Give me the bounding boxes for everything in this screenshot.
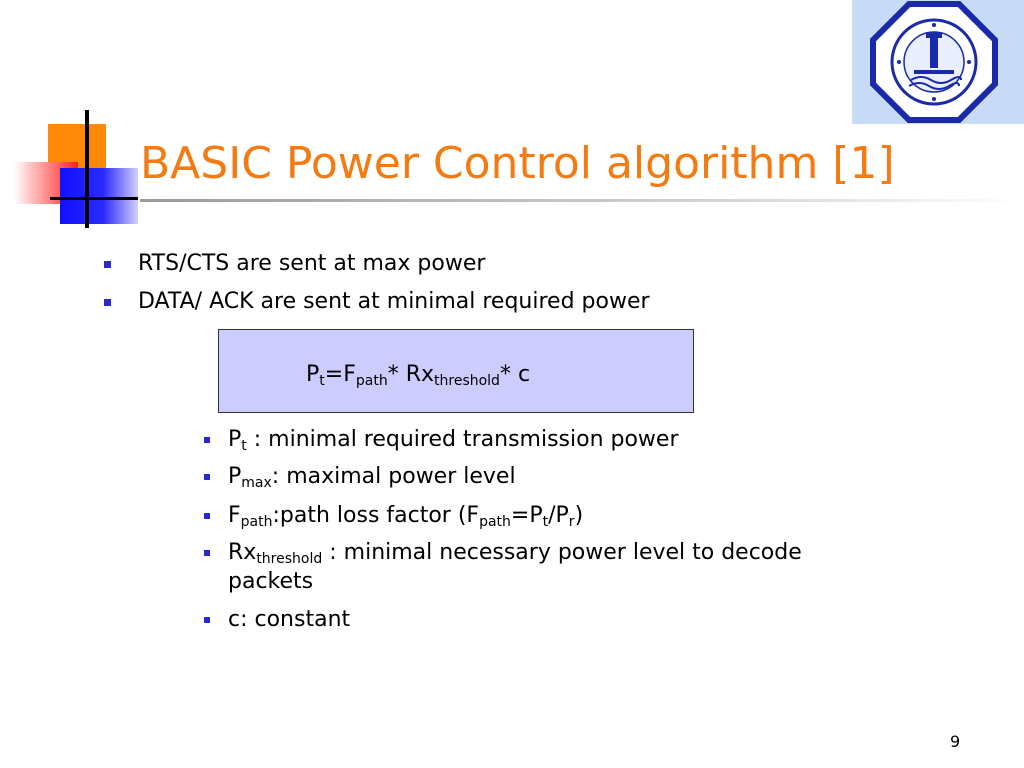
square-bullet-icon xyxy=(204,513,210,519)
definition-text: : minimal necessary power level to decod… xyxy=(322,540,802,565)
bullet-text: DATA/ ACK are sent at minimal required p… xyxy=(138,289,650,314)
definition-text: c: constant xyxy=(228,607,351,632)
square-bullet-icon xyxy=(204,550,210,556)
symbol-sub: t xyxy=(241,438,247,454)
symbol: P xyxy=(228,464,242,489)
page-number: 9 xyxy=(950,732,961,751)
definition-text: =P xyxy=(510,503,543,528)
symbol: Rx xyxy=(228,540,257,565)
power-formula: Pt=Fpath* Rxthreshold* c xyxy=(306,360,530,390)
symbol: P xyxy=(228,427,242,452)
formula-p-sub: t xyxy=(319,373,325,389)
square-bullet-icon xyxy=(204,474,210,480)
vertical-line-decoration xyxy=(85,110,89,228)
blue-square-decoration xyxy=(60,168,138,224)
square-bullet-icon xyxy=(204,617,210,623)
square-bullet-icon xyxy=(104,299,111,306)
slide-title: BASIC Power Control algorithm [1] xyxy=(140,138,895,189)
symbol-sub: t xyxy=(542,514,549,530)
formula-times-rx: * Rx xyxy=(387,362,435,387)
symbol-sub: max xyxy=(241,475,272,491)
formula-box: Pt=Fpath* Rxthreshold* c xyxy=(218,329,694,413)
symbol: F xyxy=(228,503,241,528)
formula-p: P xyxy=(306,362,320,387)
title-underline xyxy=(140,199,1024,202)
definition-text: ) xyxy=(574,503,584,528)
horizontal-line-decoration xyxy=(50,197,138,200)
definition-text: /P xyxy=(548,503,569,528)
bullet-text: RTS/CTS are sent at max power xyxy=(138,251,486,276)
definition-text-line2: packets xyxy=(228,569,314,594)
formula-eq-f: =F xyxy=(324,362,356,387)
symbol-sub: threshold xyxy=(256,551,323,567)
formula-rx-sub: threshold xyxy=(434,373,500,389)
university-logo xyxy=(852,0,1024,124)
square-bullet-icon xyxy=(204,437,210,443)
definition-text: :path loss factor (F xyxy=(272,503,480,528)
octagon-seal-icon xyxy=(870,1,998,123)
symbol-sub: path xyxy=(479,514,511,530)
formula-times-c: * c xyxy=(499,362,531,387)
symbol-sub: r xyxy=(568,514,575,530)
square-bullet-icon xyxy=(104,261,111,268)
formula-f-sub: path xyxy=(355,373,388,389)
definition-text: : minimal required transmission power xyxy=(246,427,679,452)
symbol-sub: path xyxy=(240,514,273,530)
definition-text: : maximal power level xyxy=(271,464,516,489)
